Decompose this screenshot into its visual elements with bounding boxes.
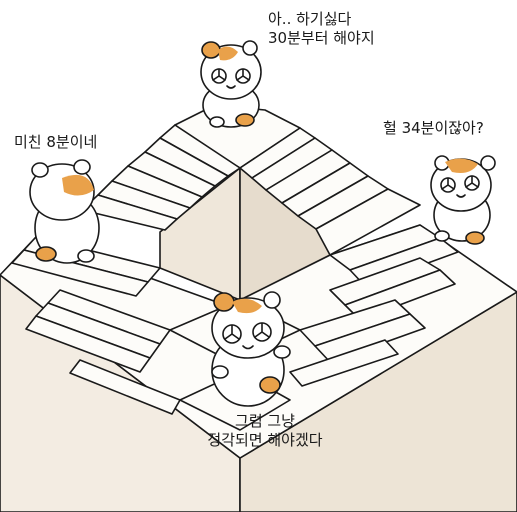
stairs-lower-right [289,224,459,387]
hamster-right-ear-right [480,155,496,171]
caption-bottom-line-1: 그럼 그냥 [235,412,295,430]
hamster-bottom-ear-left [213,292,235,312]
caption-bottom-line-2: 정각되면 해야겠다 [207,431,323,449]
stairs-upper-left [81,124,241,231]
caption-right-line-1: 헐 34분이잖아? [383,119,484,137]
caption-top-line-1: 아.. 하기싫다 [268,10,352,28]
hamster-top-ear-left [201,41,221,59]
hamster-top-ear-right [242,40,258,56]
caption-top: 아.. 하기싫다 30분부터 해야지 [268,10,375,48]
hamster-bottom-ear-right [263,291,281,309]
hamster-left-ear-left [31,162,49,178]
hamster-left-ear-right [73,159,91,175]
caption-left: 미친 8분이네 [14,133,97,152]
hamster-right [430,155,496,245]
caption-bottom: 그럼 그냥 정각되면 해야겠다 [165,412,365,450]
caption-right: 헐 34분이잖아? [383,119,484,138]
hamster-left [29,159,100,264]
caption-top-line-2: 30분부터 해야지 [268,29,375,47]
caption-left-line-1: 미친 8분이네 [14,133,98,151]
stairs-upper-right [239,127,421,256]
hamster-top [200,40,262,128]
hamster-bottom [211,291,291,407]
